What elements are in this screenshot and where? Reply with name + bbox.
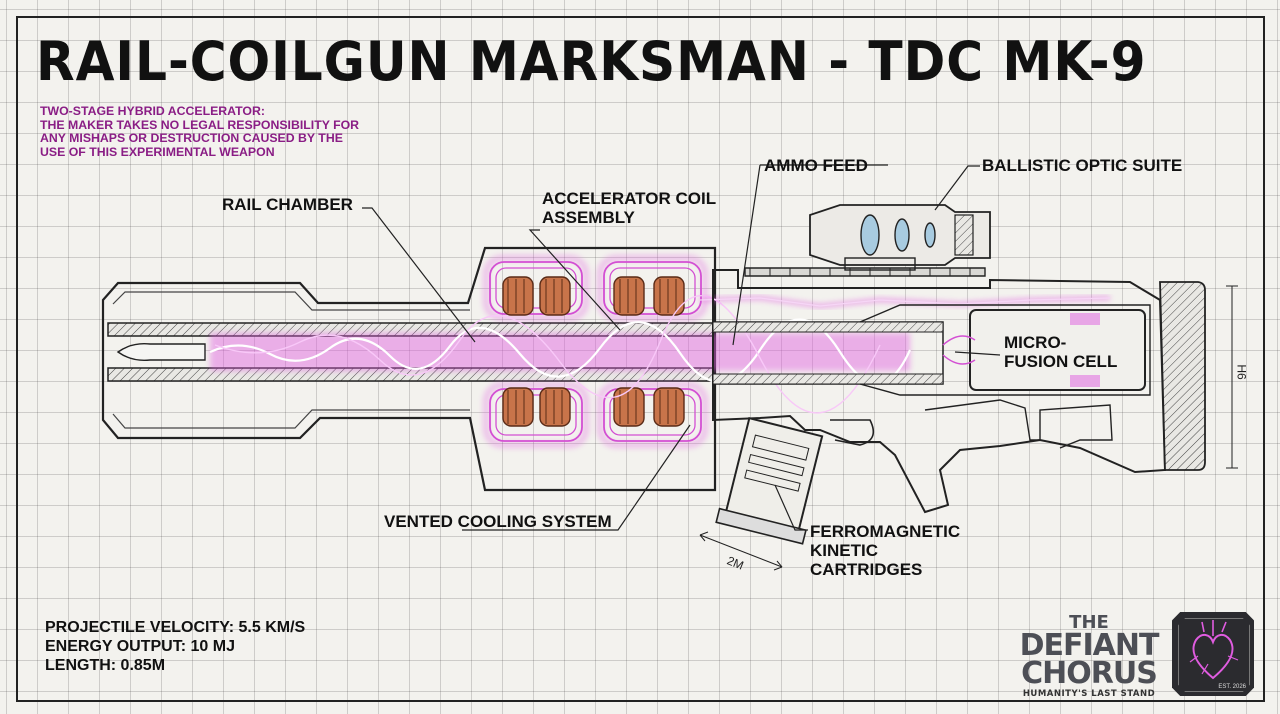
logo-line: CHORUS [1021,656,1158,691]
brand-logo-text: THE DEFIANT CHORUS HUMANITY'S LAST STAND [1014,614,1164,700]
logo-est: EST. 2026 [1218,684,1246,690]
barrel-shroud [101,246,717,492]
callout-cartridges: FERROMAGNETIC KINETIC CARTRIDGES [810,522,960,579]
callout-line: MICRO- [1004,333,1067,352]
callout-ammo-feed: AMMO FEED [764,156,868,175]
leader-lines [362,164,1001,531]
spec-length: LENGTH: 0.85M [45,657,166,674]
callout-line: CARTRIDGES [810,560,923,579]
magazine [715,416,824,545]
callout-accelerator-coil: ACCELERATOR COIL ASSEMBLY [542,189,716,227]
trigger-guard [830,419,875,446]
page-title: RAIL-COILGUN MARKSMAN - TDC MK-9 [36,30,1147,93]
callout-line: KINETIC [810,541,878,560]
heart-emblem-icon: EST. 2026 [1172,612,1254,696]
callout-optic-suite: BALLISTIC OPTIC SUITE [982,156,1183,175]
stock-butt [1159,281,1206,471]
disclaimer-line: USE OF THIS EXPERIMENTAL WEAPON [40,144,275,159]
logo-line: DEFIANT [1019,628,1160,663]
fusion-cell [969,309,1146,391]
spec-energy: ENERGY OUTPUT: 10 MJ [45,638,235,655]
spec-velocity: PROJECTILE VELOCITY: 5.5 KM/S [45,619,306,636]
disclaimer-note: TWO-STAGE HYBRID ACCELERATOR: THE MAKER … [40,104,385,159]
receiver [712,269,1167,514]
callout-line: ACCELERATOR COIL [542,189,717,208]
disclaimer-line: ANY MISHAPS OR DESTRUCTION CAUSED BY THE [40,131,343,145]
logo-line: THE [1069,612,1109,633]
disclaimer-line: THE MAKER TAKES NO LEGAL RESPONSIBILITY … [40,117,360,132]
stock-cutout [924,399,1113,449]
projectile [116,342,206,362]
coil-assembly-lower [483,382,708,448]
disclaimer-line: TWO-STAGE HYBRID ACCELERATOR: [40,104,265,118]
dimension-stock-height: H6 [1234,364,1249,380]
callout-rail-chamber: RAIL CHAMBER [222,195,353,214]
optic-scope [809,204,991,271]
logo-tagline: HUMANITY'S LAST STAND [1022,689,1156,699]
callout-cooling-system: VENTED COOLING SYSTEM [384,512,612,531]
callout-line: ASSEMBLY [542,208,635,227]
callout-line: FERROMAGNETIC [810,522,961,541]
callout-fusion-cell: MICRO- FUSION CELL [1004,333,1117,371]
callout-line: FUSION CELL [1004,352,1118,371]
coil-assembly-upper [483,255,708,321]
border-frame [16,16,1265,702]
spec-list: PROJECTILE VELOCITY: 5.5 KM/S ENERGY OUT… [45,618,305,675]
plasma-discharge [209,295,1111,414]
